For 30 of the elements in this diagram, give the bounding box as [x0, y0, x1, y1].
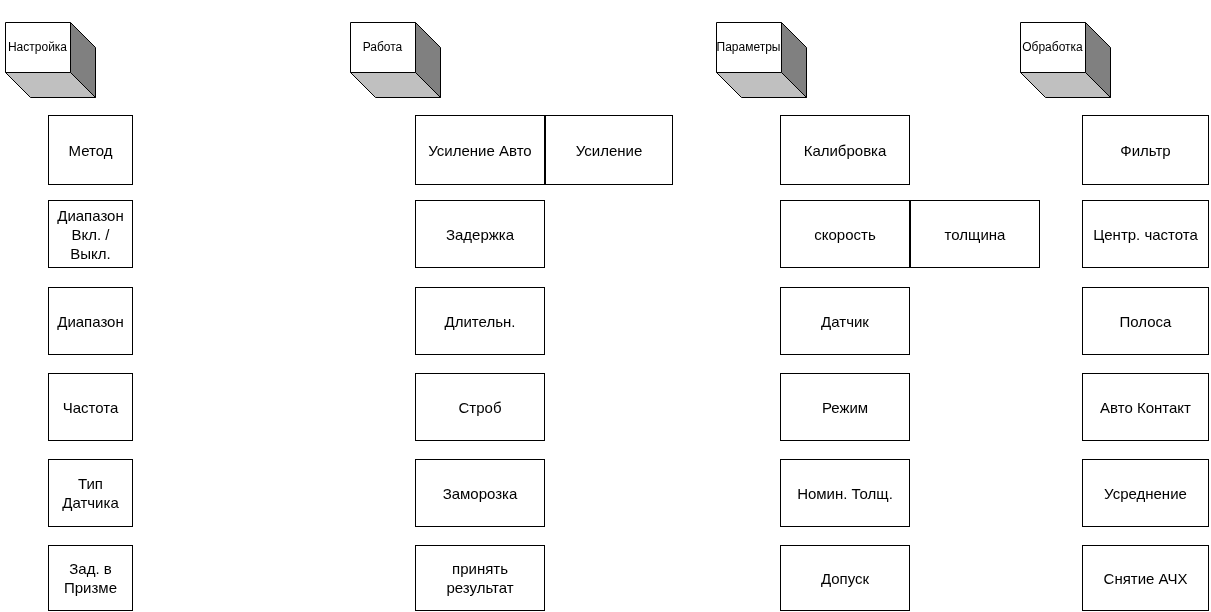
- key-label: Параметры: [716, 39, 781, 56]
- menu-item-box: Фильтр: [1082, 115, 1209, 185]
- menu-item-box: Усиление: [545, 115, 673, 185]
- menu-item-box: Тип Датчика: [48, 459, 133, 527]
- menu-item-box: Задержка: [415, 200, 545, 268]
- menu-item-box: Снятие АЧХ: [1082, 545, 1209, 611]
- menu-item-box: Датчик: [780, 287, 910, 355]
- menu-item-box: Метод: [48, 115, 133, 185]
- menu-item-box: принять результат: [415, 545, 545, 611]
- menu-item-box: Заморозка: [415, 459, 545, 527]
- menu-item-box: Допуск: [780, 545, 910, 611]
- menu-item-box: скорость: [780, 200, 910, 268]
- key-label: Настройка: [6, 39, 69, 56]
- menu-item-box: Диапазон Вкл. / Выкл.: [48, 200, 133, 268]
- menu-item-box: Диапазон: [48, 287, 133, 355]
- key-label: Работа: [361, 39, 404, 56]
- menu-item-box: Зад. в Призме: [48, 545, 133, 611]
- menu-item-box: Номин. Толщ.: [780, 459, 910, 527]
- menu-item-box: Строб: [415, 373, 545, 441]
- menu-item-box: Усреднение: [1082, 459, 1209, 527]
- menu-item-box: Частота: [48, 373, 133, 441]
- menu-item-box: Калибровка: [780, 115, 910, 185]
- menu-item-box: Длительн.: [415, 287, 545, 355]
- menu-item-box: Авто Контакт: [1082, 373, 1209, 441]
- key-label: Обработка: [1021, 39, 1084, 56]
- menu-item-box: Центр. частота: [1082, 200, 1209, 268]
- menu-item-box: Усиление Авто: [415, 115, 545, 185]
- menu-item-box: Полоса: [1082, 287, 1209, 355]
- menu-item-box: Режим: [780, 373, 910, 441]
- menu-item-box: толщина: [910, 200, 1040, 268]
